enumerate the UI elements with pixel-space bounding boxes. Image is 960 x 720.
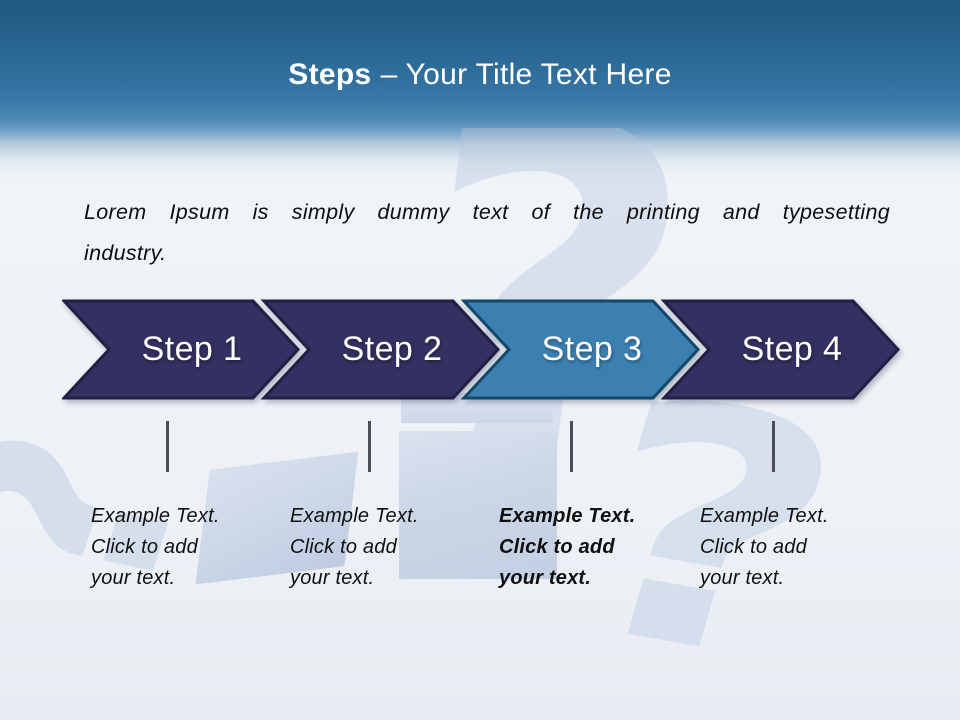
- slide-title-subtitle: – Your Title Text Here: [380, 58, 672, 91]
- step-4-description-line-1: Example Text.: [700, 505, 829, 527]
- step-3-connector-line: [570, 421, 573, 472]
- step-4-description-line-3: your text.: [700, 567, 785, 589]
- step-1-description-line-2: Click to add: [91, 536, 198, 558]
- step-1-label[interactable]: Step 1: [141, 330, 243, 368]
- intro-line-1: Lorem Ipsum is simply dummy text of the …: [84, 200, 890, 224]
- step-2-description-line-1: Example Text.: [290, 505, 419, 527]
- question-mark-cube-center: [399, 431, 557, 579]
- step-2-description-line-2: Click to add: [290, 536, 397, 558]
- step-4-connector-line: [772, 421, 775, 472]
- step-2-connector-line: [368, 421, 371, 472]
- step-3-description-line-1: Example Text.: [499, 505, 636, 527]
- step-4-chevron[interactable]: [660, 299, 901, 400]
- step-1-description: Example Text. Click to add your text.: [91, 501, 269, 594]
- step-3-description-line-2: Click to add: [499, 536, 615, 558]
- step-2-description-line-3: your text.: [290, 567, 375, 589]
- step-1-description-line-3: your text.: [91, 567, 176, 589]
- slide-title: Steps– Your Title Text Here: [0, 55, 960, 95]
- step-1-chevron[interactable]: [60, 299, 301, 400]
- step-4-description-line-2: Click to add: [700, 536, 807, 558]
- steps-arrow-band: [60, 299, 902, 400]
- step-2-chevron[interactable]: [260, 299, 501, 400]
- step-1-description-line-1: Example Text.: [91, 505, 220, 527]
- step-4-label[interactable]: Step 4: [741, 330, 843, 368]
- step-3-label[interactable]: Step 3: [541, 330, 643, 368]
- intro-paragraph: Lorem Ipsum is simply dummy text of the …: [84, 192, 890, 274]
- step-2-label[interactable]: Step 2: [341, 330, 443, 368]
- step-3-description-line-3: your text.: [499, 567, 592, 589]
- step-1-connector-line: [166, 421, 169, 472]
- step-3-description: Example Text. Click to add your text.: [499, 501, 677, 594]
- step-3-chevron[interactable]: [460, 299, 701, 400]
- slide-title-keyword: Steps: [288, 58, 372, 91]
- intro-line-2: industry.: [84, 241, 167, 265]
- step-2-description: Example Text. Click to add your text.: [290, 501, 468, 594]
- step-4-description: Example Text. Click to add your text.: [700, 501, 878, 594]
